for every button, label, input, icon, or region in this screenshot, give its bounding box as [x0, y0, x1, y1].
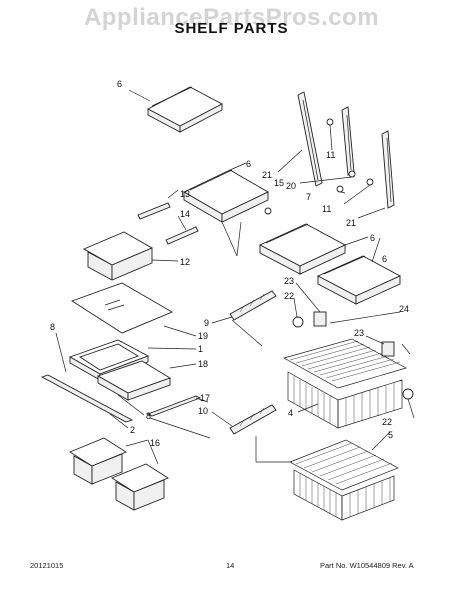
callout-2: 2 [130, 425, 135, 435]
screw-11a[interactable] [326, 118, 334, 126]
bracket-23a[interactable] [313, 311, 327, 327]
shelf-standard-left[interactable] [297, 91, 323, 187]
callout-7: 7 [306, 192, 311, 202]
callout-21b: 21 [346, 218, 356, 228]
callout-22b: 22 [382, 417, 392, 427]
callout-10: 10 [198, 406, 208, 416]
callout-20: 20 [286, 181, 296, 191]
crisper-pan-12[interactable] [82, 231, 154, 281]
callout-8a: 8 [50, 322, 55, 332]
watermark: AppliancePartsPros.com [83, 4, 380, 31]
callout-9: 9 [204, 318, 209, 328]
bin-16a[interactable] [69, 437, 127, 485]
callout-8b: 8 [146, 411, 151, 421]
page-title: SHELF PARTS [174, 20, 289, 37]
wire-basket-4[interactable] [283, 338, 407, 429]
screw-20[interactable] [348, 170, 356, 178]
screw-11b[interactable] [366, 178, 374, 186]
callout-1: 1 [198, 344, 203, 354]
callout-5: 5 [388, 430, 393, 440]
callout-14: 14 [180, 209, 190, 219]
shelf-middle[interactable] [183, 169, 272, 223]
callout-11a: 11 [326, 150, 335, 160]
callout-12: 12 [180, 257, 190, 267]
callout-13: 13 [180, 189, 190, 199]
glass-shelf-19[interactable] [70, 282, 174, 334]
footer-part-number: Part No. W10544809 Rev. A [320, 561, 414, 570]
shelf-standard-right[interactable] [381, 130, 395, 209]
screw-7[interactable] [336, 185, 344, 193]
callout-22a: 22 [284, 291, 294, 301]
callout-18: 18 [198, 359, 208, 369]
callout-17: 17 [200, 393, 210, 403]
footer-page-number: 14 [226, 561, 235, 570]
drawer-frame-18[interactable] [96, 360, 172, 401]
rail-2[interactable] [40, 374, 134, 423]
callout-19: 19 [198, 331, 208, 341]
divider-10[interactable] [229, 404, 277, 435]
callout-6d: 6 [382, 254, 387, 264]
callout-6a: 6 [117, 79, 122, 89]
callout-11b: 11 [322, 204, 331, 214]
rail-17[interactable] [146, 395, 211, 439]
callout-24: 24 [399, 304, 409, 314]
callout-16: 16 [150, 438, 160, 448]
roller-22b[interactable] [402, 388, 414, 400]
callout-23b: 23 [354, 328, 364, 338]
divider-9[interactable] [229, 290, 277, 321]
crisper-rail-14[interactable] [165, 226, 199, 245]
callout-6c: 6 [370, 233, 375, 243]
callout-4: 4 [288, 408, 293, 418]
footer-date: 20121015 [30, 561, 64, 570]
callout-6b: 6 [246, 159, 251, 169]
callout-21a: 21 [262, 170, 272, 180]
shelf-standard-middle[interactable] [341, 106, 355, 176]
shelf-right-1[interactable] [258, 223, 347, 275]
shelf-right-2[interactable] [316, 255, 402, 305]
callout-23a: 23 [284, 276, 294, 286]
crisper-rail-13[interactable] [137, 202, 171, 220]
wire-basket-5[interactable] [289, 439, 399, 521]
roller-22a[interactable] [292, 316, 304, 328]
callout-15: 15 [274, 178, 284, 188]
shelf-top[interactable] [147, 86, 223, 133]
bin-16b[interactable] [111, 463, 169, 511]
